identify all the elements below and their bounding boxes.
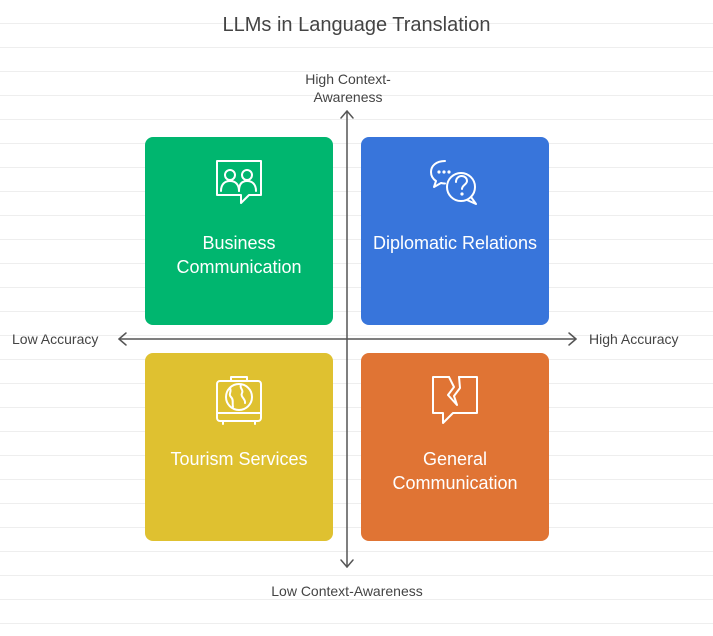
business-communication-label: Business Communication (176, 233, 302, 277)
general-communication-label: General Communication (392, 449, 518, 493)
left-arrow-icon (118, 332, 127, 346)
y-axis-bottom-label: Low Context-Awareness (271, 583, 423, 599)
diplomatic-relations-label: Diplomatic Relations (372, 233, 538, 253)
diagram-title: LLMs in Language Translation (222, 14, 491, 36)
quadrant-diplomatic-relations: Diplomatic Relations (361, 137, 549, 325)
up-arrow-icon (340, 110, 354, 119)
down-arrow-icon (340, 559, 354, 568)
tourism-services-label: Tourism Services (170, 449, 308, 469)
users-chat-icon (216, 160, 262, 204)
broken-chat-icon (432, 376, 478, 424)
right-arrow-icon (568, 332, 577, 346)
y-axis-top-label: High Context-Awareness (305, 71, 391, 105)
quadrant-business-communication: Business Communication (145, 137, 333, 325)
globe-suitcase-icon (216, 376, 262, 425)
x-axis-right-label: High Accuracy (589, 331, 679, 347)
quadrant-general-communication: General Communication (361, 353, 549, 541)
quadrant-tourism-services: Tourism Services (145, 353, 333, 541)
question-chat-icon (430, 160, 477, 205)
x-axis-left-label: Low Accuracy (12, 331, 99, 347)
